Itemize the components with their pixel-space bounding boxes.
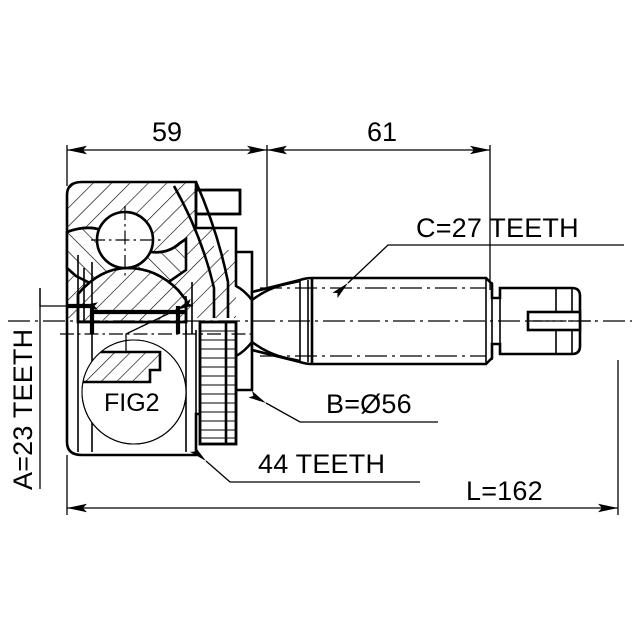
- bell-top-boss: [194, 188, 242, 216]
- a-teeth-leader: [39, 288, 98, 310]
- bell-upper-curve: [234, 252, 254, 301]
- dimension-59: 59: [66, 117, 268, 290]
- tone-ring-body: [198, 320, 238, 446]
- dimension-61: 61: [267, 117, 491, 290]
- shaft-group: [250, 276, 596, 366]
- shaft-taper-lower: [251, 340, 301, 363]
- label-b-diameter: B=Ø56: [248, 389, 438, 423]
- teeth-44-label: 44 TEETH: [258, 449, 385, 479]
- fig2-detail-content: [82, 340, 186, 400]
- bell-sweep-2: [172, 185, 216, 318]
- label-c-teeth: C=27 TEETH: [332, 213, 624, 299]
- dim-label-61: 61: [367, 117, 397, 147]
- shaft-taper-upper: [251, 279, 301, 302]
- fig2-leader: [125, 298, 194, 351]
- c-teeth-leader: [332, 244, 412, 299]
- fig2-label: FIG2: [104, 389, 160, 417]
- teeth-44-leader: [190, 446, 254, 483]
- b-diameter-label: B=Ø56: [326, 389, 412, 419]
- dimension-total-length: L=162: [66, 360, 619, 515]
- fig2-detail-callout: FIG2: [81, 298, 194, 445]
- b-diameter-leader: [248, 390, 322, 423]
- tone-ring-teeth: [200, 330, 236, 439]
- dim-label-L: L=162: [466, 476, 543, 506]
- dim-label-59: 59: [152, 117, 182, 147]
- c-teeth-label: C=27 TEETH: [416, 213, 579, 243]
- abs-tone-ring: [198, 320, 238, 446]
- label-44-teeth: 44 TEETH: [190, 446, 420, 483]
- a-teeth-label: A=23 TEETH: [8, 329, 38, 490]
- bell-sweep-1: [194, 181, 230, 318]
- label-a-teeth: A=23 TEETH: [8, 288, 98, 490]
